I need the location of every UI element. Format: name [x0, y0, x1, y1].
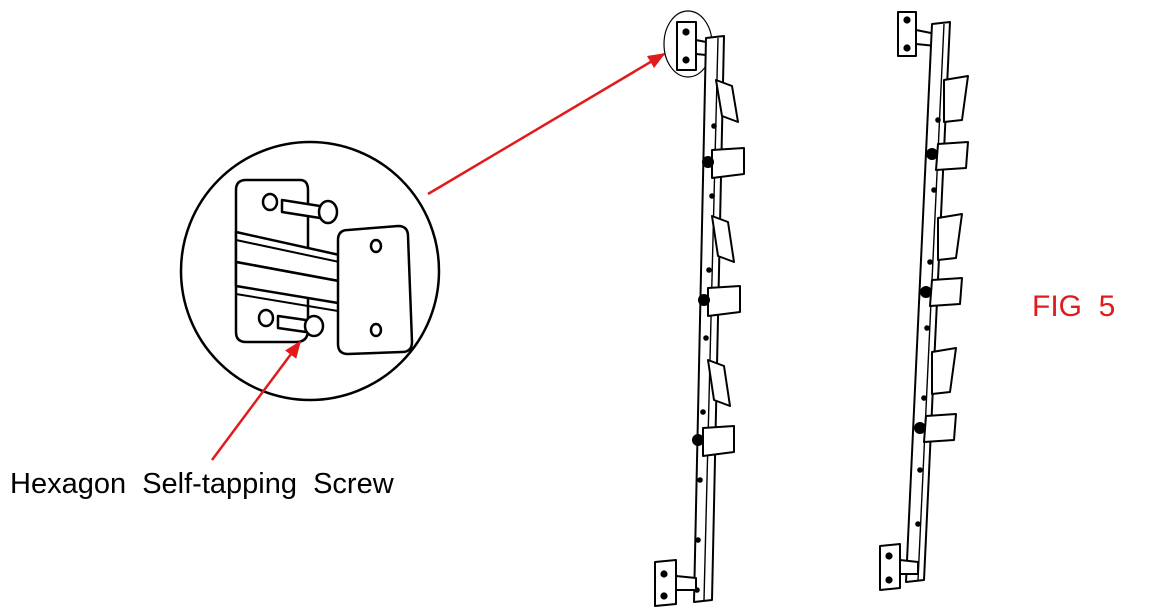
left-rail-assembly: [654, 21, 745, 607]
figure-number-label: FIG 5: [1032, 290, 1116, 323]
pointer-arrow-to-top-bracket: [427, 52, 666, 196]
bracket-detail-drawing: [234, 178, 414, 356]
screw-caption-label: Hexagon Self-tapping Screw: [10, 468, 394, 500]
pointer-arrow-to-screw: [210, 340, 302, 461]
right-rail-assembly: [879, 11, 969, 591]
